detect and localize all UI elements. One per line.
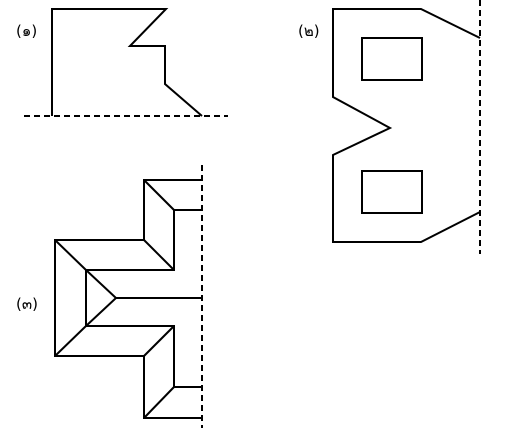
figure-3-label: (๓)	[16, 295, 38, 313]
figure-2-bottom-window	[361, 170, 423, 214]
figure-1-label: (๑)	[16, 22, 37, 40]
figure-3-inner-arrow	[85, 269, 118, 327]
figure-3-bevel-left-top	[54, 239, 87, 271]
figure-3-bevel-bottom-inner	[143, 325, 175, 357]
figure-3-bevel-bottom-right	[143, 386, 175, 419]
figure-3: (๓)	[16, 165, 203, 428]
figure-1-half-shape	[51, 8, 203, 117]
figure-1: (๑)	[16, 8, 228, 117]
figure-3-bevel-top-right	[143, 179, 175, 211]
figure-3-outer-outline	[54, 179, 202, 419]
figure-3-bevel-left-bottom	[54, 325, 87, 357]
figure-2: (๒)	[298, 0, 481, 254]
figure-3-bevel-top-inner	[143, 239, 175, 271]
figure-2-top-window	[361, 37, 423, 81]
figure-2-half-shape	[332, 8, 481, 243]
figure-3-inner-outline	[85, 209, 202, 388]
figure-2-label: (๒)	[298, 22, 320, 40]
